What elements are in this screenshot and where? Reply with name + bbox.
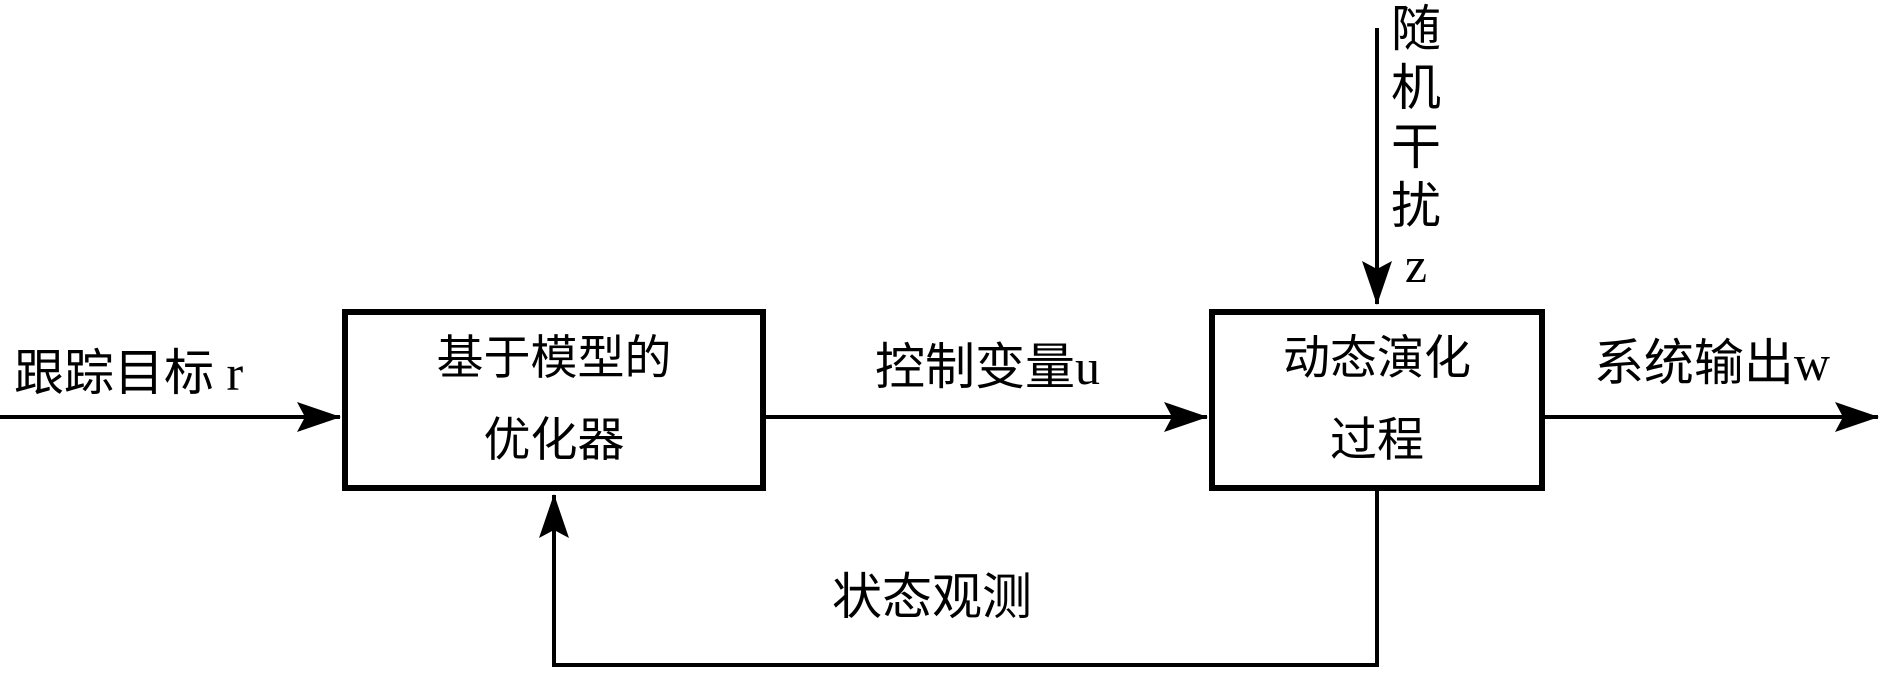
process-box-label: 动态演化 过程 xyxy=(1212,312,1542,488)
input-signal-label: 跟踪目标 r xyxy=(14,345,244,401)
optimizer-box xyxy=(342,309,766,491)
arrow-feedback xyxy=(539,488,1379,667)
process-box xyxy=(1209,309,1545,491)
control-signal-label: 控制变量u xyxy=(875,339,1100,395)
feedback-signal-label: 状态观测 xyxy=(832,569,1032,625)
process-label-line2: 过程 xyxy=(1330,415,1424,467)
optimizer-box-label: 基于模型的 优化器 xyxy=(345,312,763,488)
optimizer-label-line2: 优化器 xyxy=(483,415,625,467)
process-label-line1: 动态演化 xyxy=(1283,332,1471,385)
output-signal-label: 系统输出w xyxy=(1593,335,1831,391)
disturbance-signal-label: 随机干扰z xyxy=(1391,1,1441,293)
optimizer-label-line1: 基于模型的 xyxy=(436,332,672,385)
